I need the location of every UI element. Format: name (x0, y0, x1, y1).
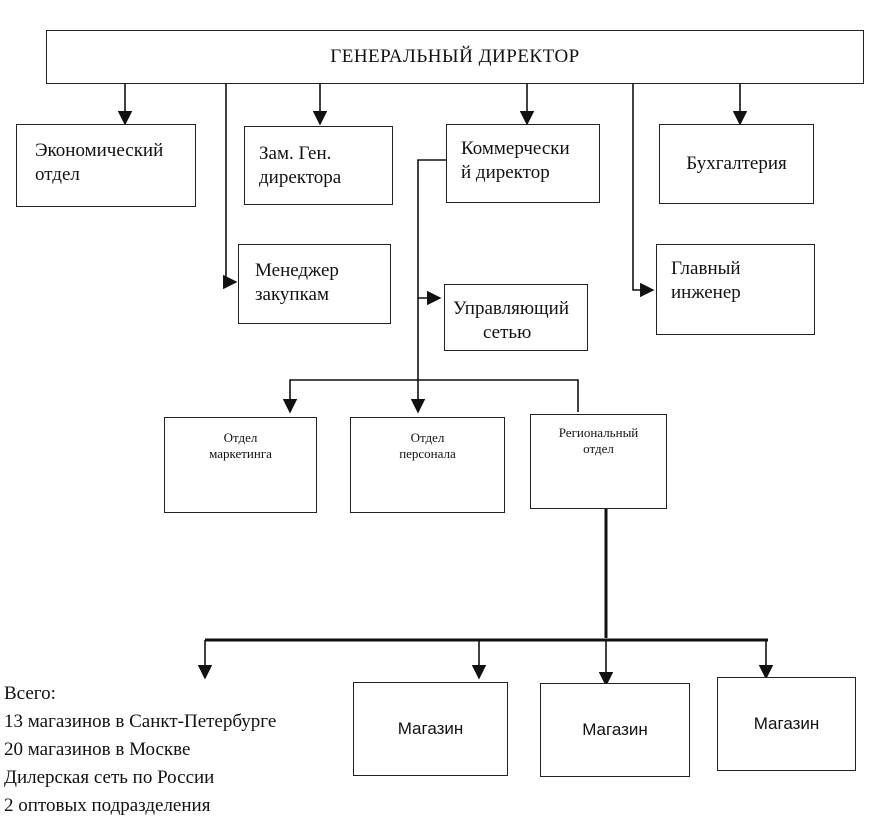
regional-dept-box: Региональный отдел (530, 414, 667, 509)
deputy-line-2: директора (259, 166, 342, 188)
purchasing-line-1: Менеджер (255, 260, 339, 281)
deputy-director-box: Зам. Ген. директора (244, 126, 393, 205)
accounting-label: Бухгалтерия (686, 153, 787, 175)
marketing-dept-box: Отдел маркетинга (164, 417, 317, 513)
marketing-line-1: Отдел (223, 430, 258, 445)
store-box-1: Магазин (353, 682, 508, 776)
accounting-box: Бухгалтерия (659, 124, 814, 204)
ceo-label: ГЕНЕРАЛЬНЫЙ ДИРЕКТОР (330, 46, 580, 68)
engineer-line-2: инженер (671, 281, 741, 303)
arrow-ceo-engineer (632, 84, 655, 298)
note-line-5: 2 оптовых подразделения (4, 795, 211, 816)
arrow-ceo-purchasing (223, 84, 238, 290)
chief-engineer-box: Главный инженер (656, 244, 815, 335)
economic-line-2: отдел (35, 163, 80, 185)
note-line-1: Всего: (4, 683, 56, 704)
note-line-2: 13 магазинов в Санкт-Петербурге (4, 711, 277, 732)
regional-line-1: Региональный (558, 425, 639, 440)
personnel-line-1: Отдел (410, 430, 445, 445)
marketing-line-2: маркетинга (209, 446, 272, 462)
store-box-3: Магазин (717, 677, 856, 771)
purchasing-line-2: закупкам (255, 283, 329, 305)
store-1-label: Магазин (397, 719, 464, 739)
purchasing-manager-box: Менеджер закупкам (238, 244, 391, 324)
commercial-line-2: й директор (461, 161, 550, 183)
network-line-2: сетью (483, 321, 532, 343)
note-line-3: 20 магазинов в Москве (4, 739, 191, 760)
commercial-director-box: Коммерчески й директор (446, 124, 600, 203)
engineer-line-1: Главный (671, 258, 741, 279)
deputy-line-1: Зам. Ген. (259, 143, 332, 164)
personnel-line-2: персонала (399, 446, 456, 462)
store-3-label: Магазин (753, 714, 820, 734)
personnel-dept-box: Отдел персонала (350, 417, 505, 513)
arrow-commercial-network (417, 159, 446, 306)
regional-line-2: отдел (583, 441, 614, 457)
note-line-4: Дилерская сеть по России (4, 767, 215, 788)
commercial-line-1: Коммерчески (461, 138, 570, 159)
network-line-1: Управляющий (453, 298, 569, 319)
economic-line-1: Экономический (35, 140, 164, 161)
store-box-2: Магазин (540, 683, 690, 777)
store-count-note: Всего: 13 магазинов в Санкт-Петербурге 2… (4, 680, 276, 820)
store-2-label: Магазин (582, 720, 648, 740)
ceo-box: ГЕНЕРАЛЬНЫЙ ДИРЕКТОР (46, 30, 864, 84)
economic-dept-box: Экономический отдел (16, 124, 196, 207)
network-manager-box: Управляющий сетью (444, 284, 588, 351)
arrow-network-marketing (282, 379, 579, 414)
